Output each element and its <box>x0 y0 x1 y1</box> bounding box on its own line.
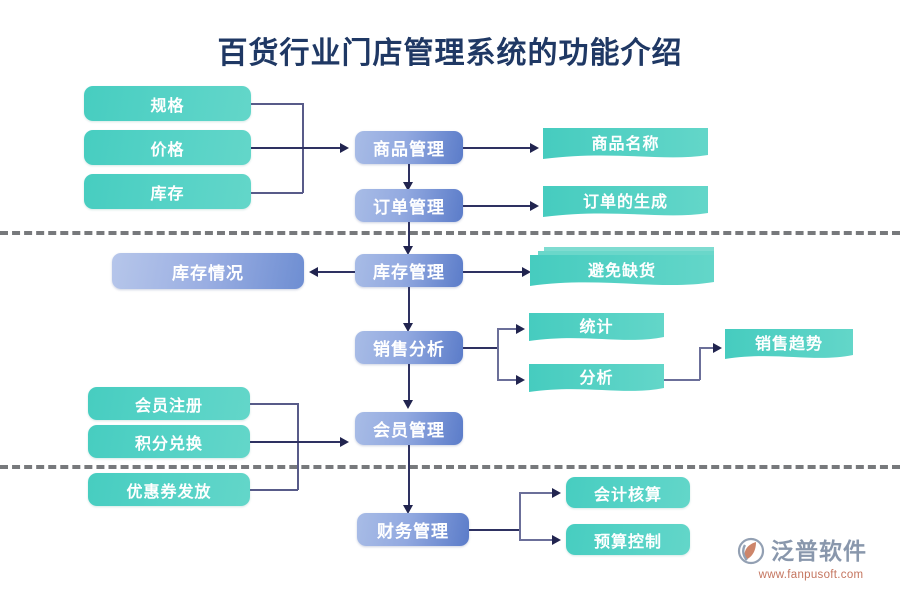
node-label: 会员注册 <box>134 397 203 415</box>
connector-analysis-to-trend-v <box>699 347 701 380</box>
page-title: 百货行业门店管理系统的功能介绍 <box>217 37 683 70</box>
connector-sales-stem <box>463 347 499 349</box>
input-node-price[interactable]: 价格 <box>84 130 251 165</box>
output-node-stock-state[interactable]: 库存情况 <box>112 253 304 289</box>
connector-analysis-to-trend-h1 <box>656 379 700 381</box>
core-node-sales[interactable]: 销售分析 <box>355 331 463 364</box>
arrow-into-stat <box>516 323 525 334</box>
node-label: 库存管理 <box>373 263 445 282</box>
connector-finance-to-budget <box>519 539 554 541</box>
connector-analysis-to-trend-h2 <box>699 347 715 349</box>
watermark-url: www.fanpusoft.com <box>758 569 864 581</box>
output-node-stat[interactable]: 统计 <box>529 313 664 345</box>
arrow-into-sales <box>403 323 413 332</box>
connector-sales-fork-bus <box>497 328 499 380</box>
ribbon-shape-icon <box>543 186 708 217</box>
output-node-analysis[interactable]: 分析 <box>529 364 664 396</box>
connector-stock-to-avoidoos <box>463 271 523 273</box>
connector-member-to-finance <box>408 445 410 507</box>
input-node-spec[interactable]: 规格 <box>84 86 251 121</box>
core-node-goods[interactable]: 商品管理 <box>355 131 463 164</box>
node-label: 订单的生成 <box>582 193 668 211</box>
connector-coupon-to-bus <box>250 489 298 491</box>
core-node-order[interactable]: 订单管理 <box>355 189 463 222</box>
connector-stock-to-sales <box>408 287 410 325</box>
connector-group4-to-member <box>250 441 341 443</box>
node-label: 销售分析 <box>373 340 445 359</box>
ribbon-shape-icon <box>529 364 664 392</box>
node-label: 避免缺货 <box>587 262 656 280</box>
arrow-into-finance <box>403 505 413 514</box>
connector-goods-to-order <box>408 164 410 184</box>
node-label: 预算控制 <box>593 533 662 551</box>
output-node-order-gen[interactable]: 订单的生成 <box>543 186 708 221</box>
node-label: 会计核算 <box>593 486 662 504</box>
output-node-avoid-oos[interactable]: 避免缺货 <box>530 247 714 291</box>
arrow-into-member-from-left <box>340 436 349 447</box>
arrow-into-budget <box>552 534 561 545</box>
section-divider-bottom <box>0 465 900 469</box>
watermark-brand-text: 泛普软件 <box>771 537 867 564</box>
node-label: 统计 <box>579 319 614 337</box>
ribbon-shape-icon <box>725 329 853 359</box>
node-label: 库存情况 <box>172 263 244 283</box>
connector-order-to-stock <box>408 222 410 248</box>
node-label: 价格 <box>150 141 185 159</box>
connector-sales-to-analysis <box>497 379 517 381</box>
arrow-into-accounting <box>552 487 561 498</box>
arrow-into-goods <box>340 142 349 153</box>
input-node-inventory[interactable]: 库存 <box>84 174 251 209</box>
node-label: 分析 <box>579 370 614 388</box>
connector-reg-to-bus <box>250 403 298 405</box>
node-label: 商品管理 <box>373 140 445 159</box>
ribbon-stack-icon <box>530 247 714 286</box>
connector-group4-bus <box>297 403 299 490</box>
arrow-into-analysis <box>516 374 525 385</box>
node-label: 优惠券发放 <box>126 483 212 501</box>
connector-group1-to-goods <box>251 147 341 149</box>
output-node-budget[interactable]: 预算控制 <box>566 524 690 555</box>
input-node-member-reg[interactable]: 会员注册 <box>88 387 250 420</box>
node-label: 库存 <box>150 185 185 203</box>
arrow-into-avoidoos <box>522 266 531 277</box>
node-label: 积分兑换 <box>134 435 203 453</box>
core-node-finance[interactable]: 财务管理 <box>357 513 469 546</box>
core-node-member[interactable]: 会员管理 <box>355 412 463 445</box>
output-node-accounting[interactable]: 会计核算 <box>566 477 690 508</box>
watermark-brand-row: 泛普软件 <box>736 536 886 566</box>
connector-stock-to-stockstate <box>318 271 356 273</box>
node-label: 会员管理 <box>373 421 445 440</box>
arrow-into-ordergen <box>530 200 539 211</box>
watermark: 泛普软件 www.fanpusoft.com <box>736 536 886 590</box>
node-label: 订单管理 <box>373 198 445 217</box>
arrow-into-order <box>403 182 413 191</box>
node-label: 销售趋势 <box>754 336 823 354</box>
arrow-into-goodsname <box>530 142 539 153</box>
connector-finance-fork-bus <box>519 492 521 540</box>
output-node-goods-name[interactable]: 商品名称 <box>543 128 708 163</box>
node-label: 商品名称 <box>591 135 660 153</box>
node-label: 财务管理 <box>377 522 449 541</box>
connector-sales-to-member <box>408 364 410 402</box>
connector-inventory-to-bus <box>251 192 303 194</box>
connector-sales-to-stat <box>497 328 517 330</box>
core-node-stock[interactable]: 库存管理 <box>355 254 463 287</box>
node-label: 规格 <box>150 97 185 115</box>
arrow-into-member <box>403 400 413 409</box>
arrow-into-stockstate <box>309 266 318 277</box>
connector-spec-to-bus <box>251 103 303 105</box>
ribbon-shape-icon <box>543 128 708 159</box>
output-node-trend[interactable]: 销售趋势 <box>725 329 853 363</box>
fanpu-logo-icon <box>737 537 765 565</box>
connector-order-to-ordergen <box>463 205 531 207</box>
arrow-into-trend <box>713 342 722 353</box>
ribbon-shape-icon <box>529 313 664 341</box>
connector-finance-to-accounting <box>519 492 554 494</box>
input-node-points[interactable]: 积分兑换 <box>88 425 250 458</box>
input-node-coupon[interactable]: 优惠券发放 <box>88 473 250 506</box>
section-divider-top <box>0 231 900 235</box>
connector-finance-stem <box>469 529 521 531</box>
connector-goods-to-goodsname <box>463 147 531 149</box>
arrow-into-stock <box>403 246 413 255</box>
